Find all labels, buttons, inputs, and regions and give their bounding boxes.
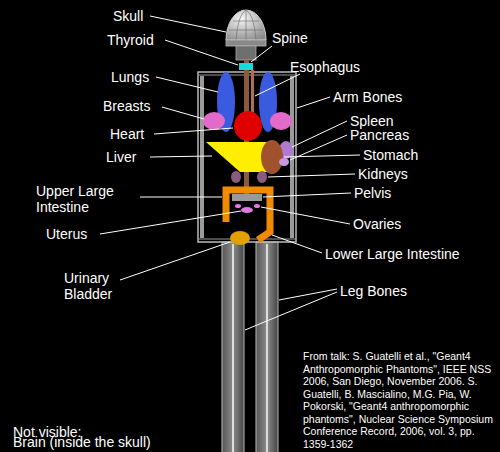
organ-label: Spine: [272, 30, 308, 46]
organ-label: Lower Large Intestine: [325, 246, 460, 262]
organ-label: Skull: [113, 8, 143, 24]
esophagus: [251, 70, 254, 115]
pancreas: [279, 158, 289, 166]
thyroid: [239, 63, 253, 70]
organ-label: Esophagus: [290, 59, 360, 75]
organ-label: Stomach: [363, 147, 418, 163]
ovary: [235, 204, 241, 208]
organ-label: Kidneys: [358, 166, 408, 182]
pelvis: [232, 194, 262, 201]
large-intestine: [226, 190, 270, 240]
ovary: [254, 204, 260, 208]
skull: [226, 10, 266, 60]
liver: [206, 142, 268, 172]
kidney: [257, 171, 267, 183]
breast: [270, 112, 292, 130]
organ-label: Leg Bones: [340, 283, 407, 299]
organ-label: Ovaries: [353, 216, 401, 232]
organ-label: Pelvis: [354, 185, 391, 201]
leg-bones: [222, 242, 278, 452]
note-text: Brain (inside the skull): [13, 434, 151, 450]
organ-label: Arm Bones: [333, 89, 402, 105]
urinary-bladder: [230, 231, 250, 245]
organ-label: Heart: [110, 126, 144, 142]
organ-label: Urinary Bladder: [64, 270, 126, 302]
citation-note: From talk: S. Guatelli et al., "Geant4 A…: [303, 350, 495, 450]
leader-lines: [100, 16, 360, 330]
organ-label: Lungs: [111, 69, 149, 85]
organ-label: Upper Large Intestine: [36, 183, 140, 215]
organ-label: Liver: [106, 149, 136, 165]
organ-label: Uterus: [46, 226, 87, 242]
kidney: [231, 171, 241, 183]
stomach: [261, 140, 283, 174]
breast: [203, 112, 225, 130]
organ-label: Spleen: [350, 113, 394, 129]
organ-label: Pancreas: [350, 127, 409, 143]
organ-label: Thyroid: [107, 32, 154, 48]
heart: [234, 111, 262, 141]
uterus: [241, 207, 253, 213]
organ-label: Breasts: [103, 98, 150, 114]
